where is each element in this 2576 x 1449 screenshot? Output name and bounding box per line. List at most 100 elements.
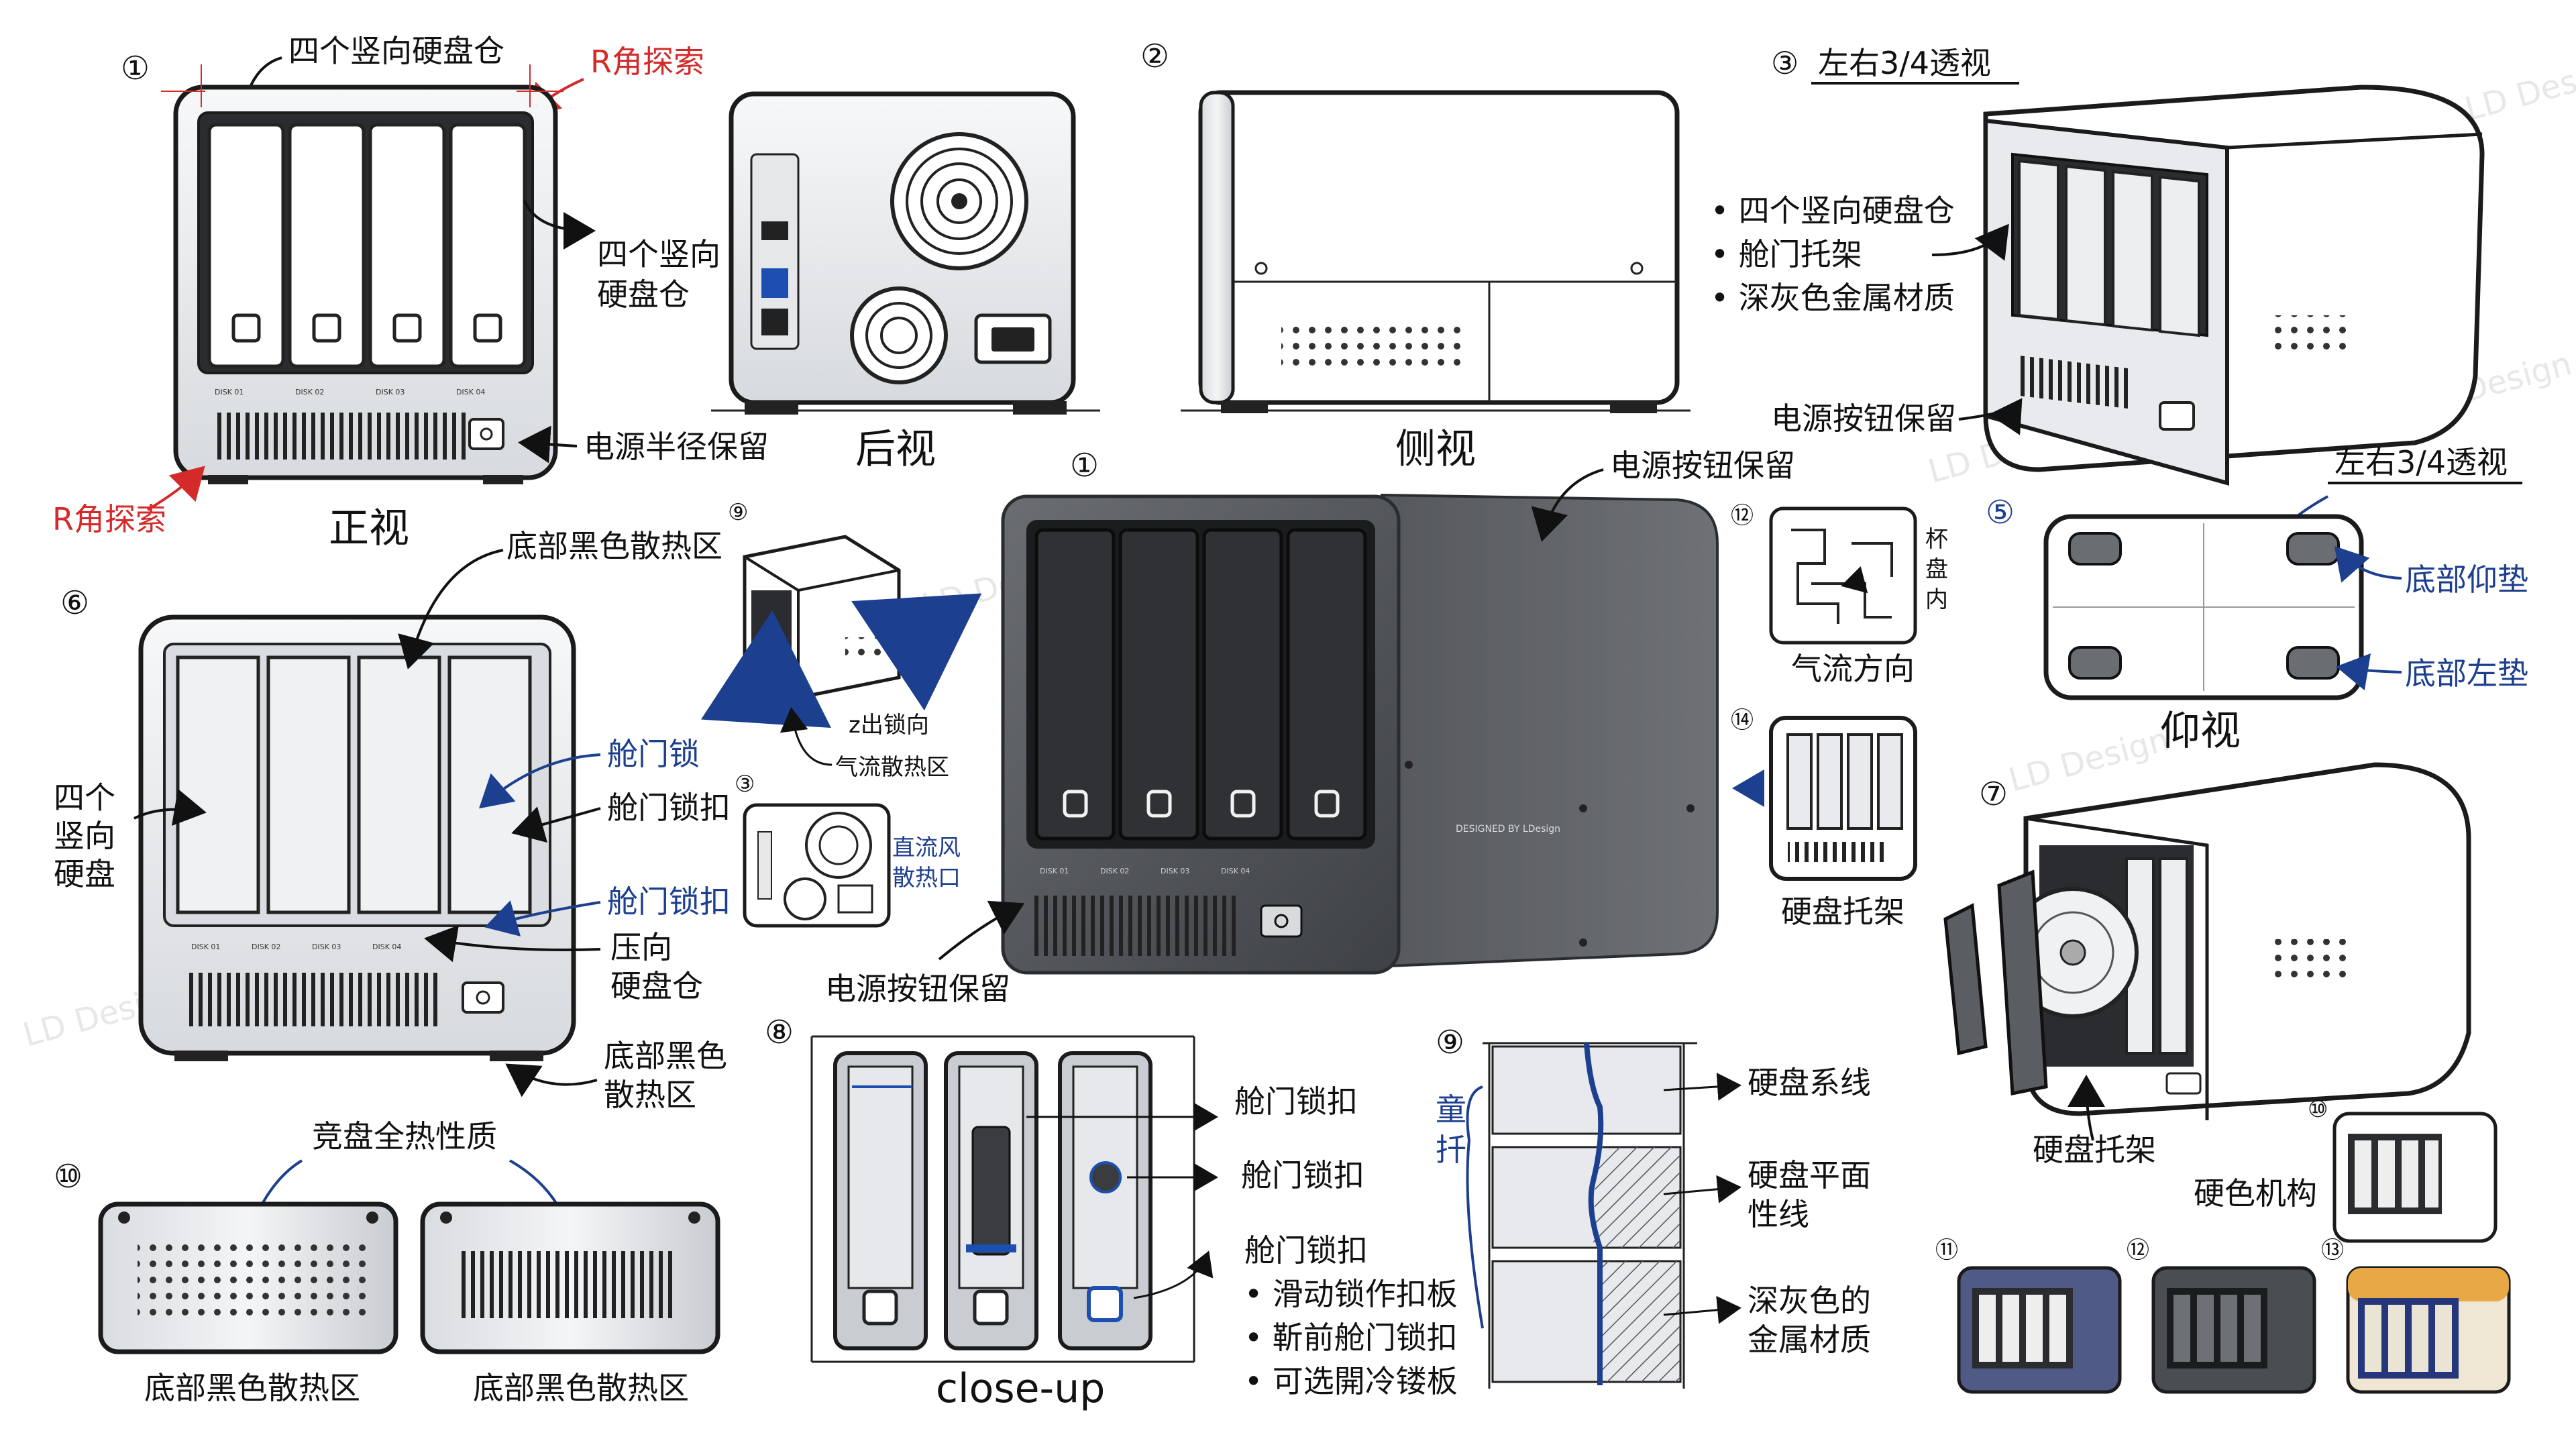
three-quarter-sketch: ③ 左右3/4透视 • 四个竖向硬盘仓 • 舱门托架 • 深灰色金属材质 电源按… [1711,45,2485,486]
callout-power-bottom: 电源按钮保留 [825,971,1010,1007]
callout-power: 电源按钮保留 [1771,400,1956,437]
callout: 舱门锁扣 [1234,1083,1358,1120]
bay-label: DISK 04 [456,388,485,396]
view-number: ⑧ [765,1014,794,1051]
bay-label: DISK 04 [1221,867,1250,875]
view-title: 仰视 [2160,708,2241,755]
callout-latch: 舱门锁扣 [607,790,731,826]
open-bay-sketch: ⑥ DISK 01 DISK 02 DISK 03 DISK 04 底部黑色散热… [54,528,731,1113]
bay-label: DISK 04 [372,943,401,951]
bay-label: DISK 01 [1040,867,1069,875]
small-rear-sketch-3: ③ 直流风 散热口 [735,771,961,928]
view-number: ① [121,50,150,87]
section-detail-9: ⑨ 童 扦 硬盘系线 硬盘平面 性线 深灰色的 金属材质 [1436,1024,1871,1389]
color-variants: ⑩ 硬色机构 ⑪ ⑫ ⑬ [1935,1096,2511,1394]
air-label: 气流散热区 [835,754,949,781]
bay-label: DISK 03 [376,388,405,396]
label: 散热口 [892,865,961,892]
bay-label: DISK 02 [1100,867,1129,875]
bay-label: DISK 03 [312,943,341,951]
callout-left: 四个 [54,780,115,816]
side-label: 内 [1925,586,1948,613]
view-title: 正视 [329,505,409,552]
callout: 硬盘系线 [1748,1065,1871,1101]
bay-label: DISK 02 [252,943,280,951]
callout-power-top: 电源按钮保留 [1610,447,1795,484]
view-number: ⑪ [1935,1237,1958,1264]
front-view-sketch: ① 四个竖向硬盘仓 R角探索 DISK 01 DISK 02 DISK 03 D… [52,33,769,552]
callout-foot: 底部仰垫 [2405,561,2528,598]
view-number: ⑩ [54,1158,83,1195]
view-number: ① [1070,447,1099,484]
callout-press: 压向 [610,929,672,965]
side-label: 童 [1436,1091,1466,1128]
power-button-icon [1260,904,1303,938]
bay-label: DISK 03 [1161,867,1189,875]
rear-view-sketch: 后视 [711,91,1100,473]
side-view-sketch: ② 侧视 [1140,38,1690,473]
callout: 深灰色的 [1748,1283,1871,1319]
view-title: ③ [1771,45,1799,81]
hero-render: ① DISK 01 DISK 02 DISK 03 DISK 04 DESIGN… [825,447,1795,1007]
label: 直流风 [892,835,961,861]
view-title: close-up [936,1365,1105,1412]
callout-lock: 舱门锁 [607,736,700,772]
view-number: ⑥ [60,584,89,622]
callout-left: 竖向 [54,818,115,854]
bay-label: DISK 02 [295,388,324,396]
callout-red-top: R角探索 [590,44,704,80]
tray-sketch-14: ⑭ 硬盘托架 [1731,707,1917,930]
small-airflow-sketch-9: ⑨ z出锁向 气流散热区 [700,499,982,781]
label-right: 底部黑色散热区 [473,1370,689,1406]
view-number: ⑫ [1731,502,1754,529]
side-label: 扦 [1436,1132,1466,1168]
view-number: ⑦ [1979,775,2008,813]
callout: 硬盘平面 [1748,1157,1871,1193]
bullet-1: • 四个竖向硬盘仓 [1711,193,1955,229]
bullet: • 靳前舱门锁扣 [1244,1320,1458,1356]
bay-label: DISK 01 [191,943,220,951]
callout-top: 四个竖向硬盘仓 [288,33,504,69]
view-number: ⑤ [1986,494,2015,531]
bullet: • 滑动锁作扣板 [1244,1276,1458,1312]
view-title: 后视 [855,426,936,473]
view-title: 竞盘全热性质 [312,1118,497,1155]
view-title: 硬盘托架 [2033,1132,2156,1168]
view-number: ② [1140,38,1169,75]
callout-heat: 底部黑色散热区 [506,528,722,564]
front-bays [207,123,527,368]
watermark: LD Design [2005,720,2174,799]
view-title: 气流方向 [1791,651,1915,687]
view-number: ⑨ [1436,1024,1464,1061]
open-slots [176,655,532,914]
callout-latch2: 舱门锁扣 [607,883,731,920]
watermark: LD Design [2461,50,2576,128]
callout-red-bottom: R角探索 [52,501,166,537]
airflow-diagram-12: ⑫ 杯 盘 内 气流方向 [1731,502,1948,687]
callout: 舱门锁扣 [1244,1232,1368,1269]
view-number: ⑨ [728,499,748,526]
view-title: 硬色机构 [2194,1175,2317,1212]
callout: 性线 [1748,1196,1809,1232]
callout-bottom: 散热区 [604,1077,696,1113]
callout: 金属材质 [1748,1322,1871,1358]
callout-side: 四个竖向 [597,236,720,272]
title-top: 左右3/4透视 [2334,444,2508,480]
view-title: 左右3/4透视 [1818,45,1991,81]
tray-exploded-sketch-7: ⑦ 硬盘托架 [1943,762,2471,1168]
z-label: z出锁向 [849,712,929,739]
callout-left: 硬盘 [54,856,115,892]
label-left: 底部黑色散热区 [144,1370,360,1406]
brand-text: DESIGNED BY LDesign [1456,824,1560,835]
callout-press: 硬盘仓 [610,968,703,1004]
view-title: 侧视 [1395,426,1476,473]
callout: 舱门锁扣 [1241,1157,1364,1193]
view-number: ⑭ [1731,707,1754,734]
view-number: ⑬ [2321,1237,2344,1264]
bottom-view-sketch: ⑤ 左右3/4透视 底部仰垫 底部左垫 仰视 [1986,444,2528,755]
view-number: ⑩ [2308,1096,2328,1123]
power-button-icon [468,418,504,450]
side-label: 盘 [1925,556,1948,583]
view-title: 硬盘托架 [1781,894,1904,930]
